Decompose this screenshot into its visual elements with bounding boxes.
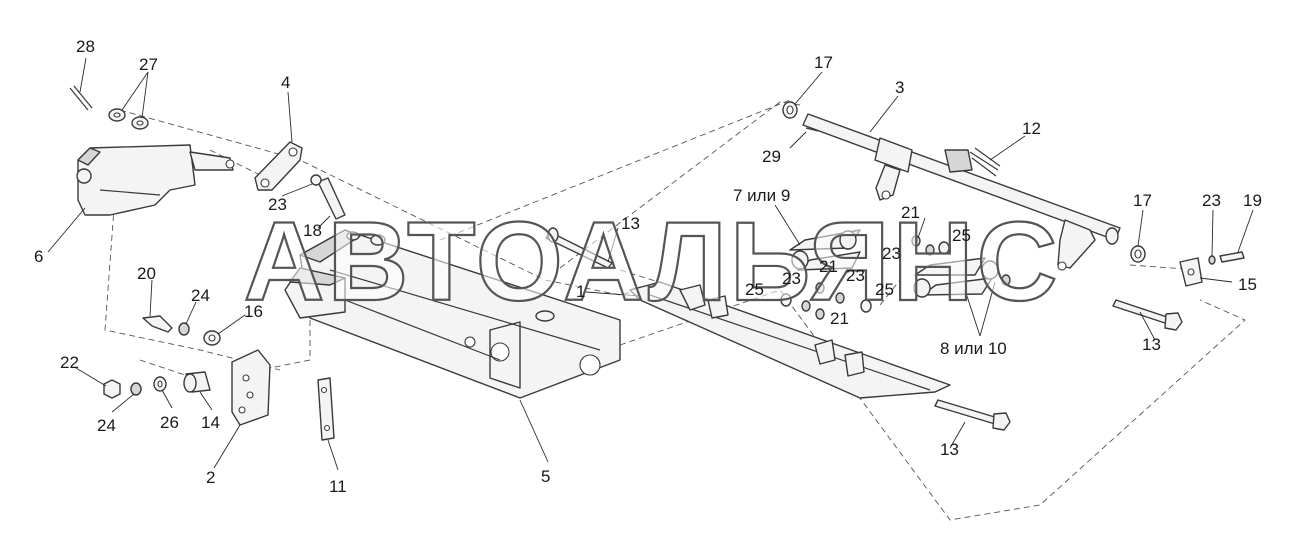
callout-25-mid-left: 25 (745, 280, 764, 299)
callout-13-bottom: 13 (940, 440, 959, 459)
callout-27: 27 (139, 55, 158, 74)
callout-23-right: 23 (882, 244, 901, 263)
part-26-washer (153, 376, 167, 392)
callout-4: 4 (281, 73, 290, 92)
callout-21-mid: 21 (819, 257, 838, 276)
part-8-or-10-roller-assembly (913, 257, 999, 298)
callout-23-lever: 23 (268, 195, 287, 214)
part-12-spring (944, 147, 1001, 177)
part-23-washer-right (1208, 255, 1216, 265)
callout-13-left: 13 (621, 214, 640, 233)
part-1-base-plate (629, 281, 951, 399)
callout-21-lower: 21 (830, 309, 849, 328)
callout-25-right: 25 (952, 226, 971, 245)
part-29-pin (805, 127, 819, 132)
leader-lines (47, 57, 1254, 471)
part-20-bolt (142, 315, 173, 333)
part-7-or-9-roller-assembly (789, 229, 861, 271)
part-13-bolt-bottom (934, 399, 1011, 431)
callout-14: 14 (201, 413, 220, 432)
callout-6: 6 (34, 247, 43, 266)
callout-25-mid-right: 25 (875, 280, 894, 299)
callout-21-top: 21 (901, 203, 920, 222)
callout-labels: 28 27 4 17 3 12 29 6 23 18 13 7 или 9 21… (34, 37, 1262, 496)
part-27-washers (108, 108, 149, 130)
callout-17-top: 17 (814, 53, 833, 72)
callout-23-mid-right: 23 (846, 266, 865, 285)
fastener-washers-nuts (780, 235, 1011, 320)
callout-22: 22 (60, 353, 79, 372)
callout-24-lower: 24 (97, 416, 116, 435)
part-11-plate (317, 377, 335, 441)
callout-23-far-right: 23 (1202, 191, 1221, 210)
part-13-bolt-left (545, 227, 613, 269)
callout-20: 20 (137, 264, 156, 283)
callout-18: 18 (303, 221, 322, 240)
part-22-nut (103, 379, 121, 399)
callout-8-or-10: 8 или 10 (940, 339, 1007, 358)
part-3-shaft (802, 113, 1121, 271)
callout-2: 2 (206, 468, 215, 487)
part-14-spacer (183, 371, 211, 393)
callout-7-or-9: 7 или 9 (733, 186, 790, 205)
part-5-end-block (284, 267, 346, 319)
callout-29: 29 (762, 147, 781, 166)
part-5-housing (299, 229, 621, 399)
callout-23-mid-left: 23 (782, 269, 801, 288)
part-2-bracket (231, 349, 271, 426)
part-4-lever (254, 141, 303, 191)
part-15-clamp (1179, 257, 1203, 287)
callout-28: 28 (76, 37, 95, 56)
callout-15: 15 (1238, 275, 1257, 294)
part-6-actuator (76, 144, 235, 216)
callout-19: 19 (1243, 191, 1262, 210)
part-13-bolt-right (1112, 299, 1183, 331)
callout-17-right: 17 (1133, 191, 1152, 210)
part-17-ring-left (782, 101, 798, 119)
part-17-ring-right (1130, 245, 1146, 263)
assembly-guide-lines (104, 99, 1246, 521)
callout-26: 26 (160, 413, 179, 432)
watermark-text: АВТОАЛЬЯНС (244, 199, 1061, 324)
part-24-lock-washer-upper (178, 322, 190, 336)
part-16-washer (203, 330, 221, 346)
callout-3: 3 (895, 78, 904, 97)
part-24-lock-washer-lower (130, 382, 142, 396)
callout-16: 16 (244, 302, 263, 321)
callout-5: 5 (541, 467, 550, 486)
callout-12: 12 (1022, 119, 1041, 138)
part-19-screw (1219, 251, 1245, 263)
callout-13-right: 13 (1142, 335, 1161, 354)
part-18-bolt (310, 174, 346, 220)
callout-24-upper: 24 (191, 286, 210, 305)
part-28-cotter-pin (69, 85, 93, 111)
callout-1: 1 (576, 282, 585, 301)
callout-11: 11 (329, 477, 347, 496)
